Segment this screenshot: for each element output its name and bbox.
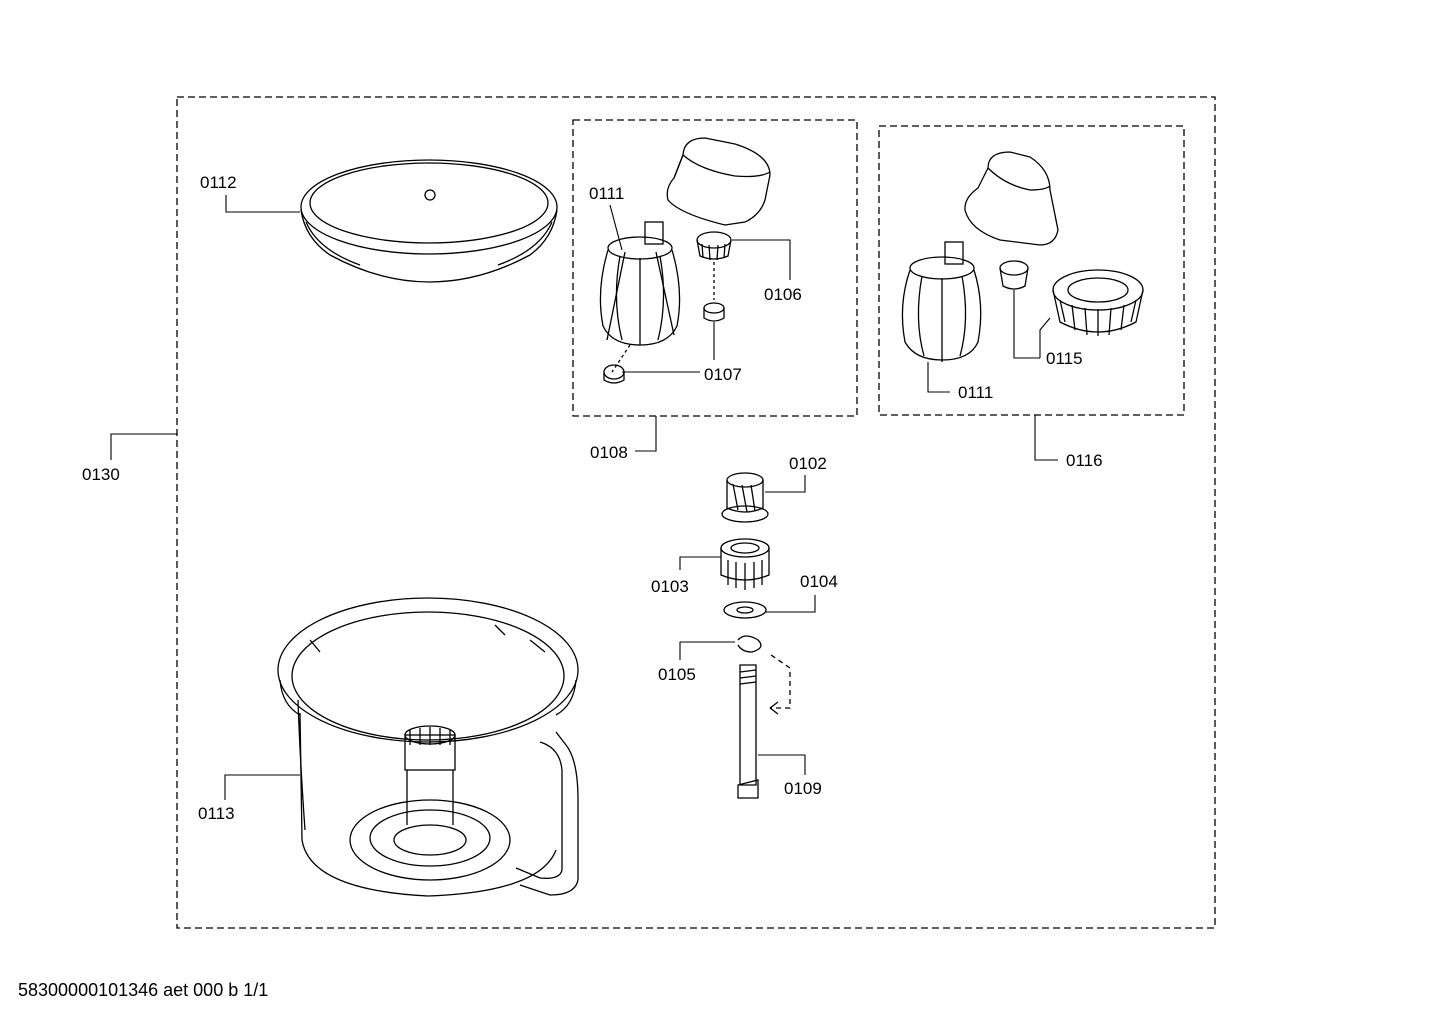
washer-part-0104 xyxy=(723,601,767,619)
label-0115: 0115 xyxy=(1046,349,1083,368)
cover-part-group-0116 xyxy=(964,151,1059,246)
label-0112: 0112 xyxy=(200,173,237,192)
label-0116: 0116 xyxy=(1066,451,1103,470)
document-code: 58300000101346 aet 000 b 1/1 xyxy=(18,980,269,1000)
bowl-part-0113 xyxy=(277,597,579,897)
ring-gear-part-0115 xyxy=(1052,269,1144,336)
group-0116-box xyxy=(878,125,1185,416)
label-0113: 0113 xyxy=(198,804,235,823)
gear-part-0106 xyxy=(696,231,732,261)
label-0111-group-0116: 0111 xyxy=(958,383,993,402)
gear-wheel-part-0103 xyxy=(720,538,770,590)
shaft-part-0109 xyxy=(737,654,791,799)
whisk-part-0111a xyxy=(599,221,681,384)
group-0108-box xyxy=(572,119,858,417)
assembly-0130-box xyxy=(176,96,1216,929)
label-0108: 0108 xyxy=(590,443,628,462)
cover-part-group-0108 xyxy=(666,137,771,226)
gear-part-0115 xyxy=(999,260,1029,290)
label-0109: 0109 xyxy=(784,779,822,798)
label-0130: 0130 xyxy=(82,465,120,484)
label-0105: 0105 xyxy=(658,665,696,684)
label-0102: 0102 xyxy=(789,454,827,473)
whisk-part-0111b xyxy=(901,241,982,362)
label-0103: 0103 xyxy=(651,577,689,596)
drive-gear-part-0102 xyxy=(721,472,769,523)
bushing-part-0107 xyxy=(703,262,725,322)
label-0111-group-0108: 0111 xyxy=(589,184,624,203)
label-0104: 0104 xyxy=(800,572,838,591)
leader-lines xyxy=(110,195,1058,800)
label-0107: 0107 xyxy=(704,365,742,384)
lid-part-0112 xyxy=(300,159,558,283)
clip-part-0105 xyxy=(737,635,762,653)
label-0106: 0106 xyxy=(764,285,802,304)
